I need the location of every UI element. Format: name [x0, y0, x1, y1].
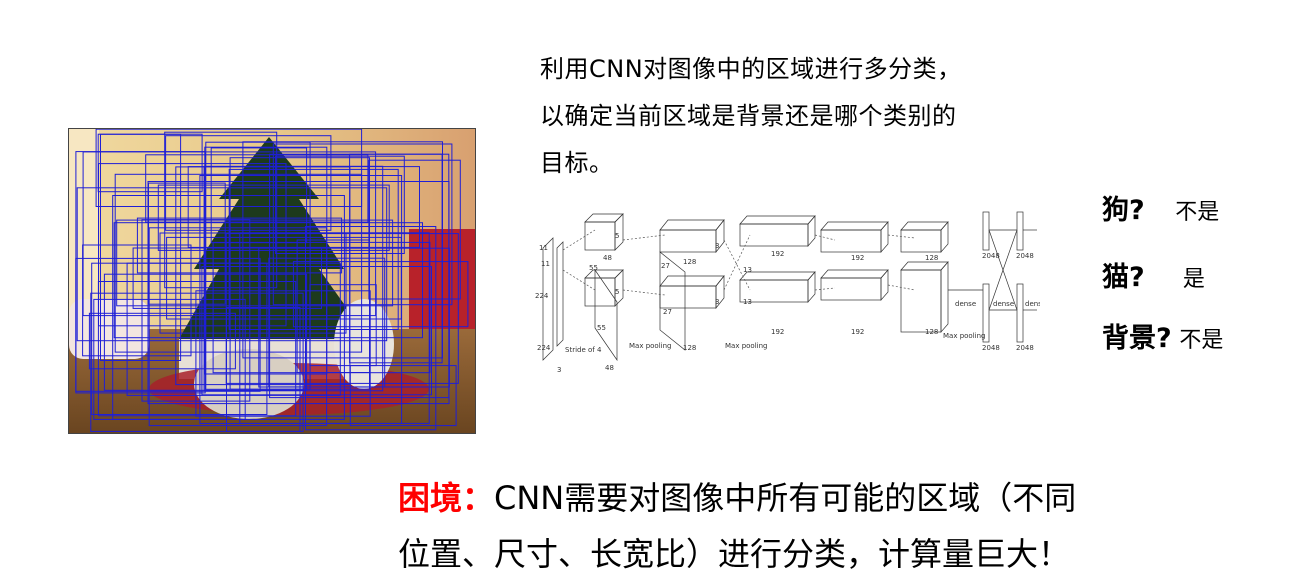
net-label: dense — [955, 300, 976, 308]
conv2-block — [659, 219, 725, 351]
question-cat: 猫? 是 — [1102, 255, 1205, 294]
net-label: 11 — [541, 260, 550, 268]
net-label: Max pooling — [725, 342, 767, 350]
region-proposal-box — [164, 131, 278, 289]
conv4-block — [820, 221, 889, 301]
region-proposals-image — [68, 128, 476, 434]
region-proposal-box — [145, 154, 369, 223]
dense-layers — [948, 211, 1037, 343]
region-proposal-box — [229, 157, 370, 390]
description-line-3: 目标。 — [540, 149, 614, 177]
region-proposal-box — [100, 133, 182, 361]
net-label: 55 — [597, 324, 606, 332]
question-dog: 狗? 不是 — [1102, 188, 1219, 227]
region-proposal-box — [292, 261, 469, 328]
region-proposal-box — [242, 141, 443, 359]
dilemma-line-2: 位置、尺寸、长宽比）进行分类，计算量巨大！ — [398, 535, 1071, 573]
net-label: 13 — [743, 298, 752, 306]
net-label: 128 — [925, 254, 938, 262]
net-label: 48 — [603, 254, 612, 262]
answer-label: 是 — [1182, 267, 1205, 292]
net-label: 48 — [605, 364, 614, 372]
net-label: 224 — [537, 344, 551, 352]
net-label: 128 — [683, 258, 696, 266]
net-label: 192 — [851, 254, 864, 262]
net-label: Max pooling — [629, 342, 671, 350]
net-label: 5 — [615, 288, 619, 296]
description-text: 利用CNN对图像中的区域进行多分类， 以确定当前区域是背景还是哪个类别的 目标。 — [540, 46, 1100, 187]
region-proposal-box — [112, 195, 345, 420]
region-proposal-box — [368, 159, 461, 300]
net-label: 3 — [715, 298, 719, 306]
layer-labels: 224 224 3 11 11 Stride of 4 55 55 48 48 … — [535, 232, 1046, 374]
cnn-architecture-diagram: 224 224 3 11 11 Stride of 4 55 55 48 48 … — [535, 210, 1046, 375]
net-label: Max pooling — [943, 332, 985, 340]
region-proposal-box — [305, 226, 437, 431]
region-proposal-box — [272, 143, 453, 306]
region-proposal-box — [82, 151, 377, 317]
net-label: 128 — [925, 328, 938, 336]
region-proposal-box — [228, 168, 399, 331]
net-label: 27 — [661, 262, 670, 270]
net-label: 11 — [539, 244, 548, 252]
conv1-block — [584, 213, 624, 362]
input-layer — [542, 237, 564, 361]
region-proposal-box — [187, 166, 420, 248]
description-line-1: 利用CNN对图像中的区域进行多分类， — [540, 55, 962, 83]
net-label: 5 — [615, 232, 619, 240]
question-label: 背景? — [1102, 323, 1172, 354]
question-background: 背景? 不是 — [1102, 316, 1223, 355]
net-label: 13 — [743, 266, 752, 274]
dilemma-line-1: CNN需要对图像中所有可能的区域（不同 — [494, 479, 1077, 517]
question-label: 猫? — [1102, 262, 1145, 293]
region-proposal-box — [258, 247, 450, 388]
dilemma-label: 困境： — [398, 479, 495, 517]
region-proposal-box — [275, 155, 405, 255]
net-label: 192 — [851, 328, 864, 336]
region-proposal-box — [226, 307, 301, 432]
region-proposal-box — [201, 266, 432, 396]
net-label: 3 — [557, 366, 561, 374]
region-proposal-box — [165, 135, 332, 231]
region-proposal-box — [75, 257, 261, 392]
conv5-block — [900, 221, 949, 333]
region-proposal-box — [82, 244, 192, 357]
region-proposal-box — [269, 153, 450, 399]
answer-label: 不是 — [1179, 328, 1224, 353]
net-label: 224 — [535, 292, 549, 300]
net-label: dense — [1025, 300, 1040, 308]
net-label: 2048 — [982, 252, 1000, 260]
description-line-2: 以确定当前区域是背景还是哪个类别的 — [540, 102, 957, 130]
region-proposal-box — [309, 284, 377, 367]
region-proposal-box — [132, 247, 322, 309]
region-proposal-box — [76, 187, 388, 342]
region-proposal-box — [97, 281, 297, 417]
region-proposal-box — [159, 232, 347, 334]
region-proposal-box — [116, 219, 394, 307]
region-proposal-box — [114, 173, 363, 353]
conv3-block — [739, 215, 816, 303]
photo-illustration — [69, 129, 475, 433]
dilemma-statement: 困境：CNN需要对图像中所有可能的区域（不同 位置、尺寸、长宽比）进行分类，计算… — [398, 470, 1178, 582]
net-label: Stride of 4 — [565, 346, 602, 354]
net-label: 128 — [683, 344, 696, 352]
net-label: 192 — [771, 250, 784, 258]
region-proposal-box — [148, 182, 226, 305]
net-label: 192 — [771, 328, 784, 336]
net-label: 2048 — [982, 344, 1000, 352]
net-label: 2048 — [1016, 344, 1034, 352]
net-label: 2048 — [1016, 252, 1034, 260]
region-proposal-box — [88, 312, 236, 370]
answer-label: 不是 — [1175, 200, 1220, 225]
net-label: 27 — [663, 308, 672, 316]
region-proposal-box — [199, 175, 403, 424]
net-label: 55 — [589, 264, 598, 272]
region-proposal-box — [349, 365, 457, 427]
question-label: 狗? — [1102, 195, 1145, 226]
connection-lines — [562, 229, 916, 296]
region-proposal-box — [95, 129, 363, 208]
region-proposal-box — [90, 292, 304, 432]
net-label: 3 — [715, 242, 719, 250]
net-label: dense — [993, 300, 1014, 308]
